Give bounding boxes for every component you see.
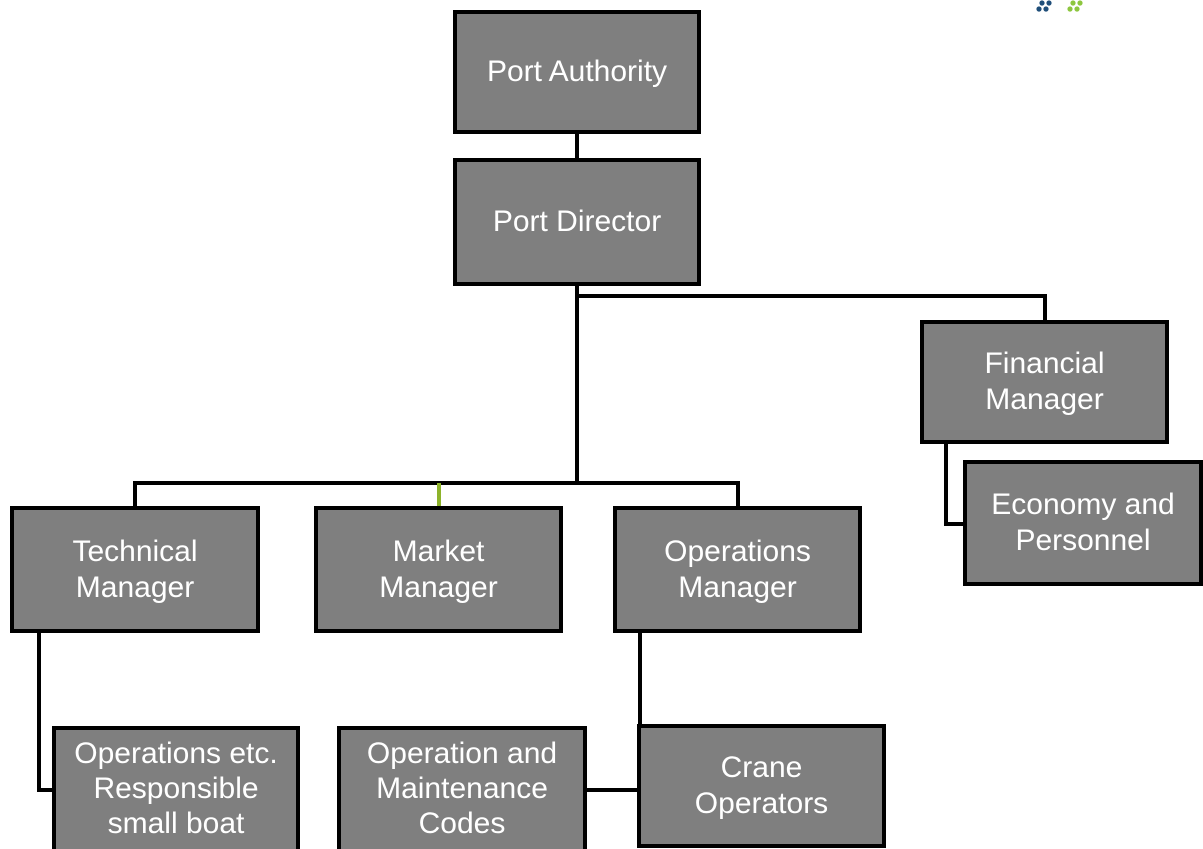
- company-logo-icon: [1036, 0, 1083, 12]
- crane-operators-label-line1: Crane: [720, 751, 803, 784]
- operation-maintenance-label-line2: Maintenance: [376, 772, 548, 805]
- operations-manager-label-line1: Operations: [664, 534, 811, 568]
- port-authority-box: Port Authority: [453, 10, 701, 134]
- connector-to-operations-manager: [577, 481, 740, 508]
- operations-responsible-label-line3: small boat: [107, 807, 245, 840]
- technical-manager-label-line2: Manager: [75, 570, 195, 604]
- crane-operators-label-line2: Operators: [694, 787, 829, 820]
- connector-director-financial: [575, 285, 1047, 322]
- operations-responsible-label-line1: Operations etc.: [74, 737, 278, 770]
- operation-maintenance-box: Operation and Maintenance Codes: [337, 726, 587, 849]
- port-director-box: Port Director: [453, 158, 701, 286]
- market-manager-label-line2: Manager: [379, 570, 498, 604]
- economy-personnel-label-line1: Economy and: [991, 488, 1175, 521]
- market-manager-box: Market Manager: [314, 506, 563, 633]
- operations-manager-label-line2: Manager: [678, 570, 797, 604]
- operations-responsible-box: Operations etc. Responsible small boat: [52, 726, 300, 849]
- financial-manager-label-line2: Manager: [985, 383, 1104, 416]
- financial-manager-label-line1: Financial: [984, 347, 1105, 380]
- crane-operators-box: Crane Operators: [637, 724, 886, 848]
- port-authority-label: Port Authority: [486, 55, 668, 88]
- operation-maintenance-label-line3: Codes: [418, 807, 506, 840]
- port-director-label: Port Director: [492, 205, 662, 238]
- economy-personnel-box: Economy and Personnel: [963, 460, 1203, 586]
- connector-technical-responsible: [37, 632, 55, 792]
- economy-personnel-label-line2: Personnel: [1015, 524, 1151, 557]
- financial-manager-box: Financial Manager: [920, 320, 1169, 444]
- operations-responsible-label-line2: Responsible: [93, 772, 259, 805]
- technical-manager-box: Technical Manager: [10, 506, 260, 633]
- connector-director-managers: [133, 285, 579, 508]
- market-manager-label-line1: Market: [392, 534, 485, 568]
- connector-financial-economy: [944, 442, 966, 526]
- operation-maintenance-label-line1: Operation and: [366, 737, 558, 770]
- technical-manager-label-line1: Technical: [72, 534, 198, 568]
- operations-manager-box: Operations Manager: [613, 506, 862, 633]
